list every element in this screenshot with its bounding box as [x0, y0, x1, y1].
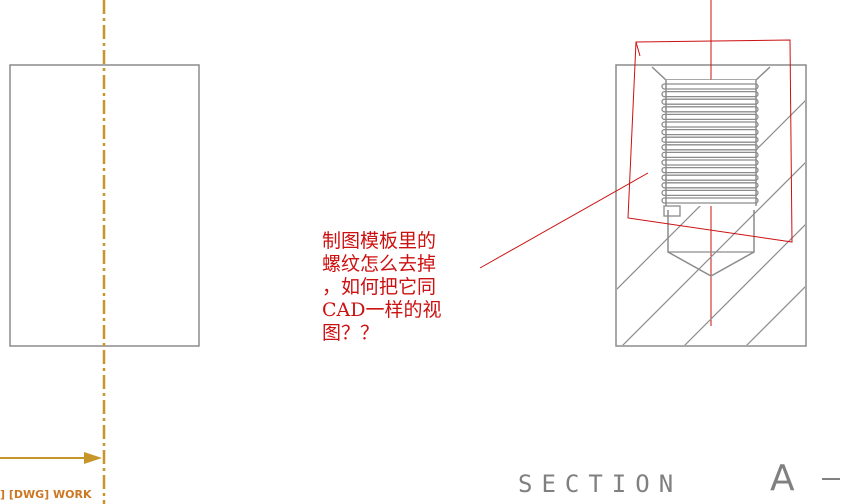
work-plane-label: ] [DWG] WORK [0, 488, 92, 501]
section-view[interactable] [560, 0, 845, 347]
hatch-line [684, 224, 805, 345]
thread-crest [661, 121, 759, 128]
thread-crest [661, 83, 759, 90]
drill-body [667, 210, 755, 277]
section-view-letter: A [770, 458, 795, 499]
hatch-line [808, 56, 845, 346]
thread-crest [661, 151, 759, 159]
annotation-line-2: 螺纹怎么去掉 [322, 253, 437, 275]
markup-box [627, 39, 793, 243]
annotation-line-3: ，如何把它同 [322, 276, 437, 298]
hatch-line [746, 286, 805, 345]
thread-crest [661, 166, 759, 174]
thread-crest [661, 128, 759, 136]
thread-crest [661, 182, 759, 189]
thread-crest [661, 144, 759, 151]
thread-crest [661, 136, 759, 143]
work-arrow-head [84, 452, 102, 464]
thread-crest [661, 90, 759, 98]
thread-crest [661, 174, 759, 181]
annotation-line-4: CAD一样的视 [322, 299, 442, 321]
thread-crest [661, 197, 759, 204]
thread-runout-tab [663, 205, 681, 217]
thread-graphics [651, 66, 771, 277]
thread-crest [661, 113, 759, 121]
hatch-line [622, 162, 805, 345]
annotation-line-5: 图？？ [322, 322, 380, 344]
markup-leader-line [479, 172, 649, 269]
thread-crest [661, 98, 759, 105]
thread-bore [664, 80, 758, 206]
thread-crest [661, 189, 759, 197]
markup-box-overshoot [635, 41, 641, 57]
thread-crest [661, 106, 759, 113]
section-view-title: SECTION [518, 470, 683, 498]
section-view-dash [822, 478, 840, 480]
annotation-line-1: 制图模板里的 [322, 230, 437, 252]
thread-crest [661, 159, 759, 166]
